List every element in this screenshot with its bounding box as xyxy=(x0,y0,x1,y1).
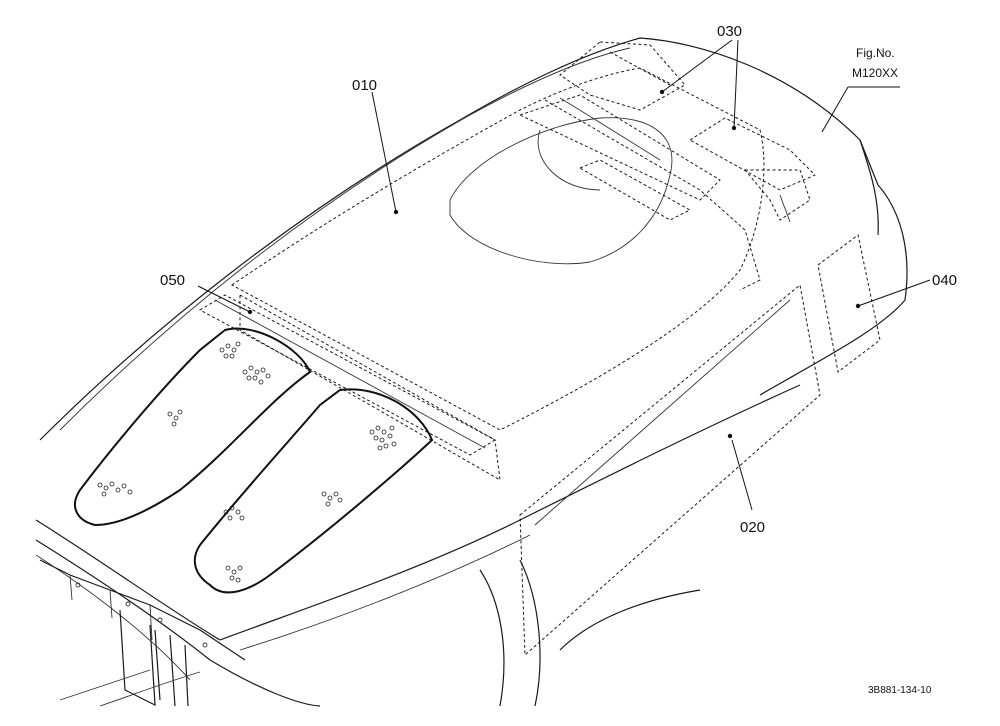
callout-020: 020 xyxy=(740,519,765,536)
fig-label: Fig.No. xyxy=(856,46,895,60)
front-frame xyxy=(39,559,246,707)
side-panel-020 xyxy=(519,284,821,657)
callout-040: 040 xyxy=(932,272,957,289)
strip-050 xyxy=(198,294,497,456)
trim-parts-030 xyxy=(559,41,816,223)
labels: 010 020 030 040 050 Fig.No. M120XX 3B881… xyxy=(160,23,957,696)
side-panel-040 xyxy=(817,234,881,373)
cabin-outline xyxy=(35,37,908,707)
roof-panel-010 xyxy=(231,67,765,481)
leaders xyxy=(197,39,931,511)
fig-number: M120XX xyxy=(852,66,898,80)
perforation-pattern xyxy=(97,341,397,583)
callout-050: 050 xyxy=(160,272,185,289)
perforated-panels xyxy=(74,327,434,594)
drawing-code: 3B881-134-10 xyxy=(868,685,932,696)
callout-010: 010 xyxy=(352,77,377,94)
callout-030: 030 xyxy=(717,23,742,40)
